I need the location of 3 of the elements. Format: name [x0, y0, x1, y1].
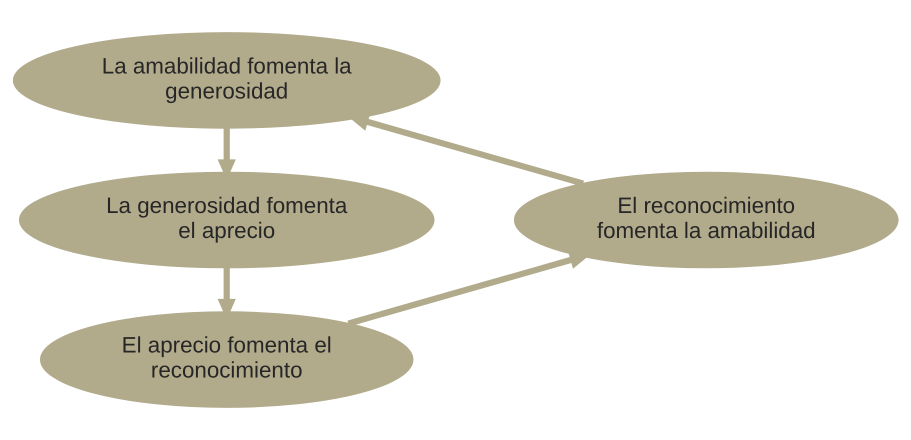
node-ellipse: La amabilidad fomenta la generosidad	[12, 32, 441, 129]
node-ellipse: El aprecio fomenta el reconocimiento	[40, 311, 414, 408]
node-ellipse: La generosidad fomenta el aprecio	[18, 172, 434, 268]
